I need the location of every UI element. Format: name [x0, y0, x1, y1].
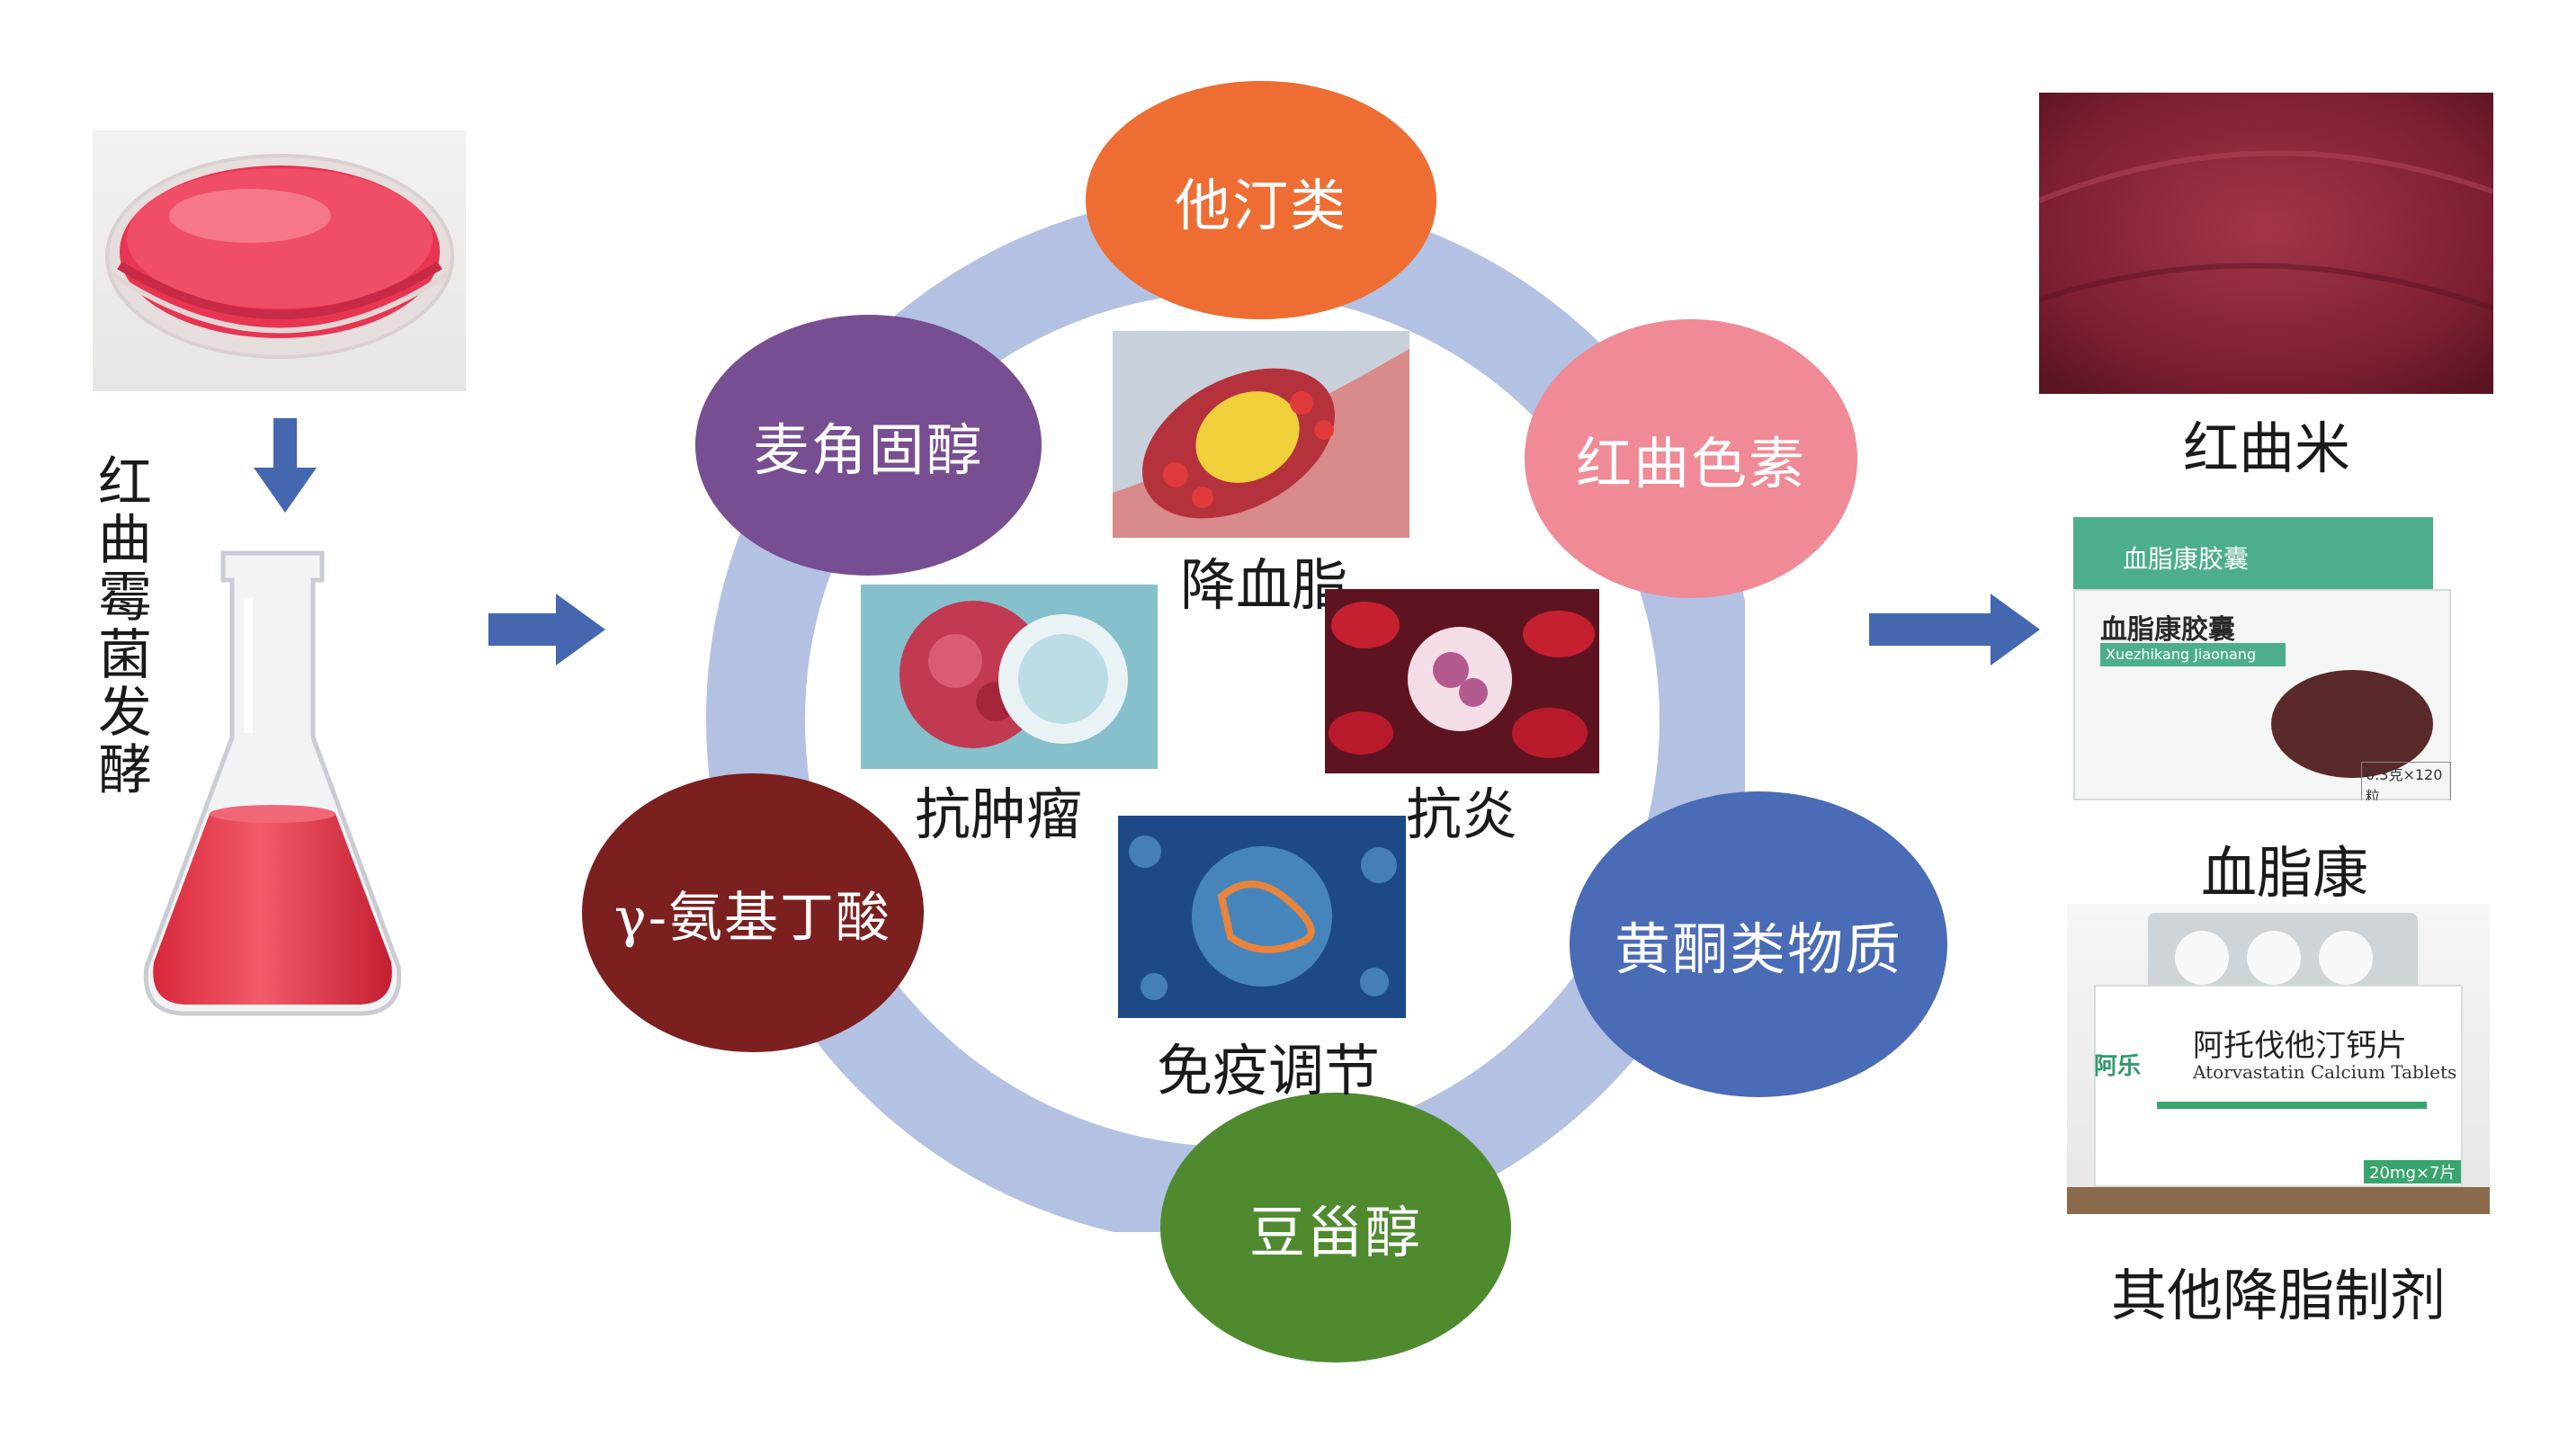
red-yeast-rice-photo: [2039, 93, 2493, 394]
red-yeast-rice-label: 红曲米: [2182, 415, 2350, 481]
node-stigmasterol-label: 豆甾醇: [1248, 1200, 1422, 1265]
atorvastatin-box-photo: 阿乐 阿托伐他汀钙片 Atorvastatin Calcium Tablets …: [2067, 904, 2490, 1214]
atorvastatin-brand: 阿乐: [2094, 1053, 2142, 1080]
node-statins: 他汀类: [1086, 81, 1436, 319]
flask-photo: [138, 544, 407, 1021]
xuezhikang-box-top-title: 血脂康胶囊: [2123, 544, 2250, 574]
atorvastatin-spec: 20mg×7片: [2364, 1160, 2462, 1184]
xuezhikang-box-title: 血脂康胶囊: [2100, 614, 2235, 646]
effect-tumor-label: 抗肿瘤: [914, 782, 1082, 847]
tumor-cell-image: [861, 585, 1158, 769]
node-gaba: γ-氨基丁酸: [582, 773, 924, 1052]
xuezhikang-label: 血脂康: [2200, 840, 2368, 906]
atorvastatin-title: 阿托伐他汀钙片: [2193, 1028, 2407, 1064]
node-stigmasterol: 豆甾醇: [1160, 1093, 1511, 1362]
effect-lipid-label: 降血脂: [1179, 552, 1347, 618]
node-ergosterol-label: 麦角固醇: [753, 417, 984, 483]
xuezhikang-box-spec: 0.3克×120粒: [2361, 762, 2451, 800]
right-arrow-icon: [488, 594, 605, 665]
other-drugs-label: 其他降脂制剂: [2110, 1263, 2446, 1328]
right-arrow-icon-2: [1869, 594, 2040, 665]
node-flavonoids: 黄酮类物质: [1570, 791, 1947, 1097]
effect-immune-label: 免疫调节: [1156, 1038, 1380, 1103]
inflammation-cell-image: [1325, 589, 1599, 773]
node-gaba-label: γ-氨基丁酸: [613, 886, 892, 950]
node-ergosterol: 麦角固醇: [695, 315, 1042, 576]
xuezhikang-box-pinyin: Xuezhikang Jiaonang: [2100, 643, 2286, 666]
node-flavonoids-label: 黄酮类物质: [1614, 916, 1902, 982]
fermentation-label: 红曲霉菌发酵: [98, 451, 152, 802]
immune-cell-image: [1118, 816, 1406, 1018]
xuezhikang-box-photo: 血脂康胶囊 血脂康胶囊 Xuezhikang Jiaonang 0.3克×120…: [2073, 517, 2451, 800]
node-monascus-pigment-label: 红曲色素: [1575, 431, 1806, 496]
atorvastatin-en: Atorvastatin Calcium Tablets: [2193, 1061, 2457, 1083]
effect-inflammation-label: 抗炎: [1405, 782, 1517, 847]
blood-vessel-image: [1113, 331, 1409, 538]
node-statins-label: 他汀类: [1174, 172, 1347, 238]
petri-dish-photo: [93, 130, 466, 391]
down-arrow-icon: [254, 418, 317, 513]
node-monascus-pigment: 红曲色素: [1525, 319, 1857, 598]
